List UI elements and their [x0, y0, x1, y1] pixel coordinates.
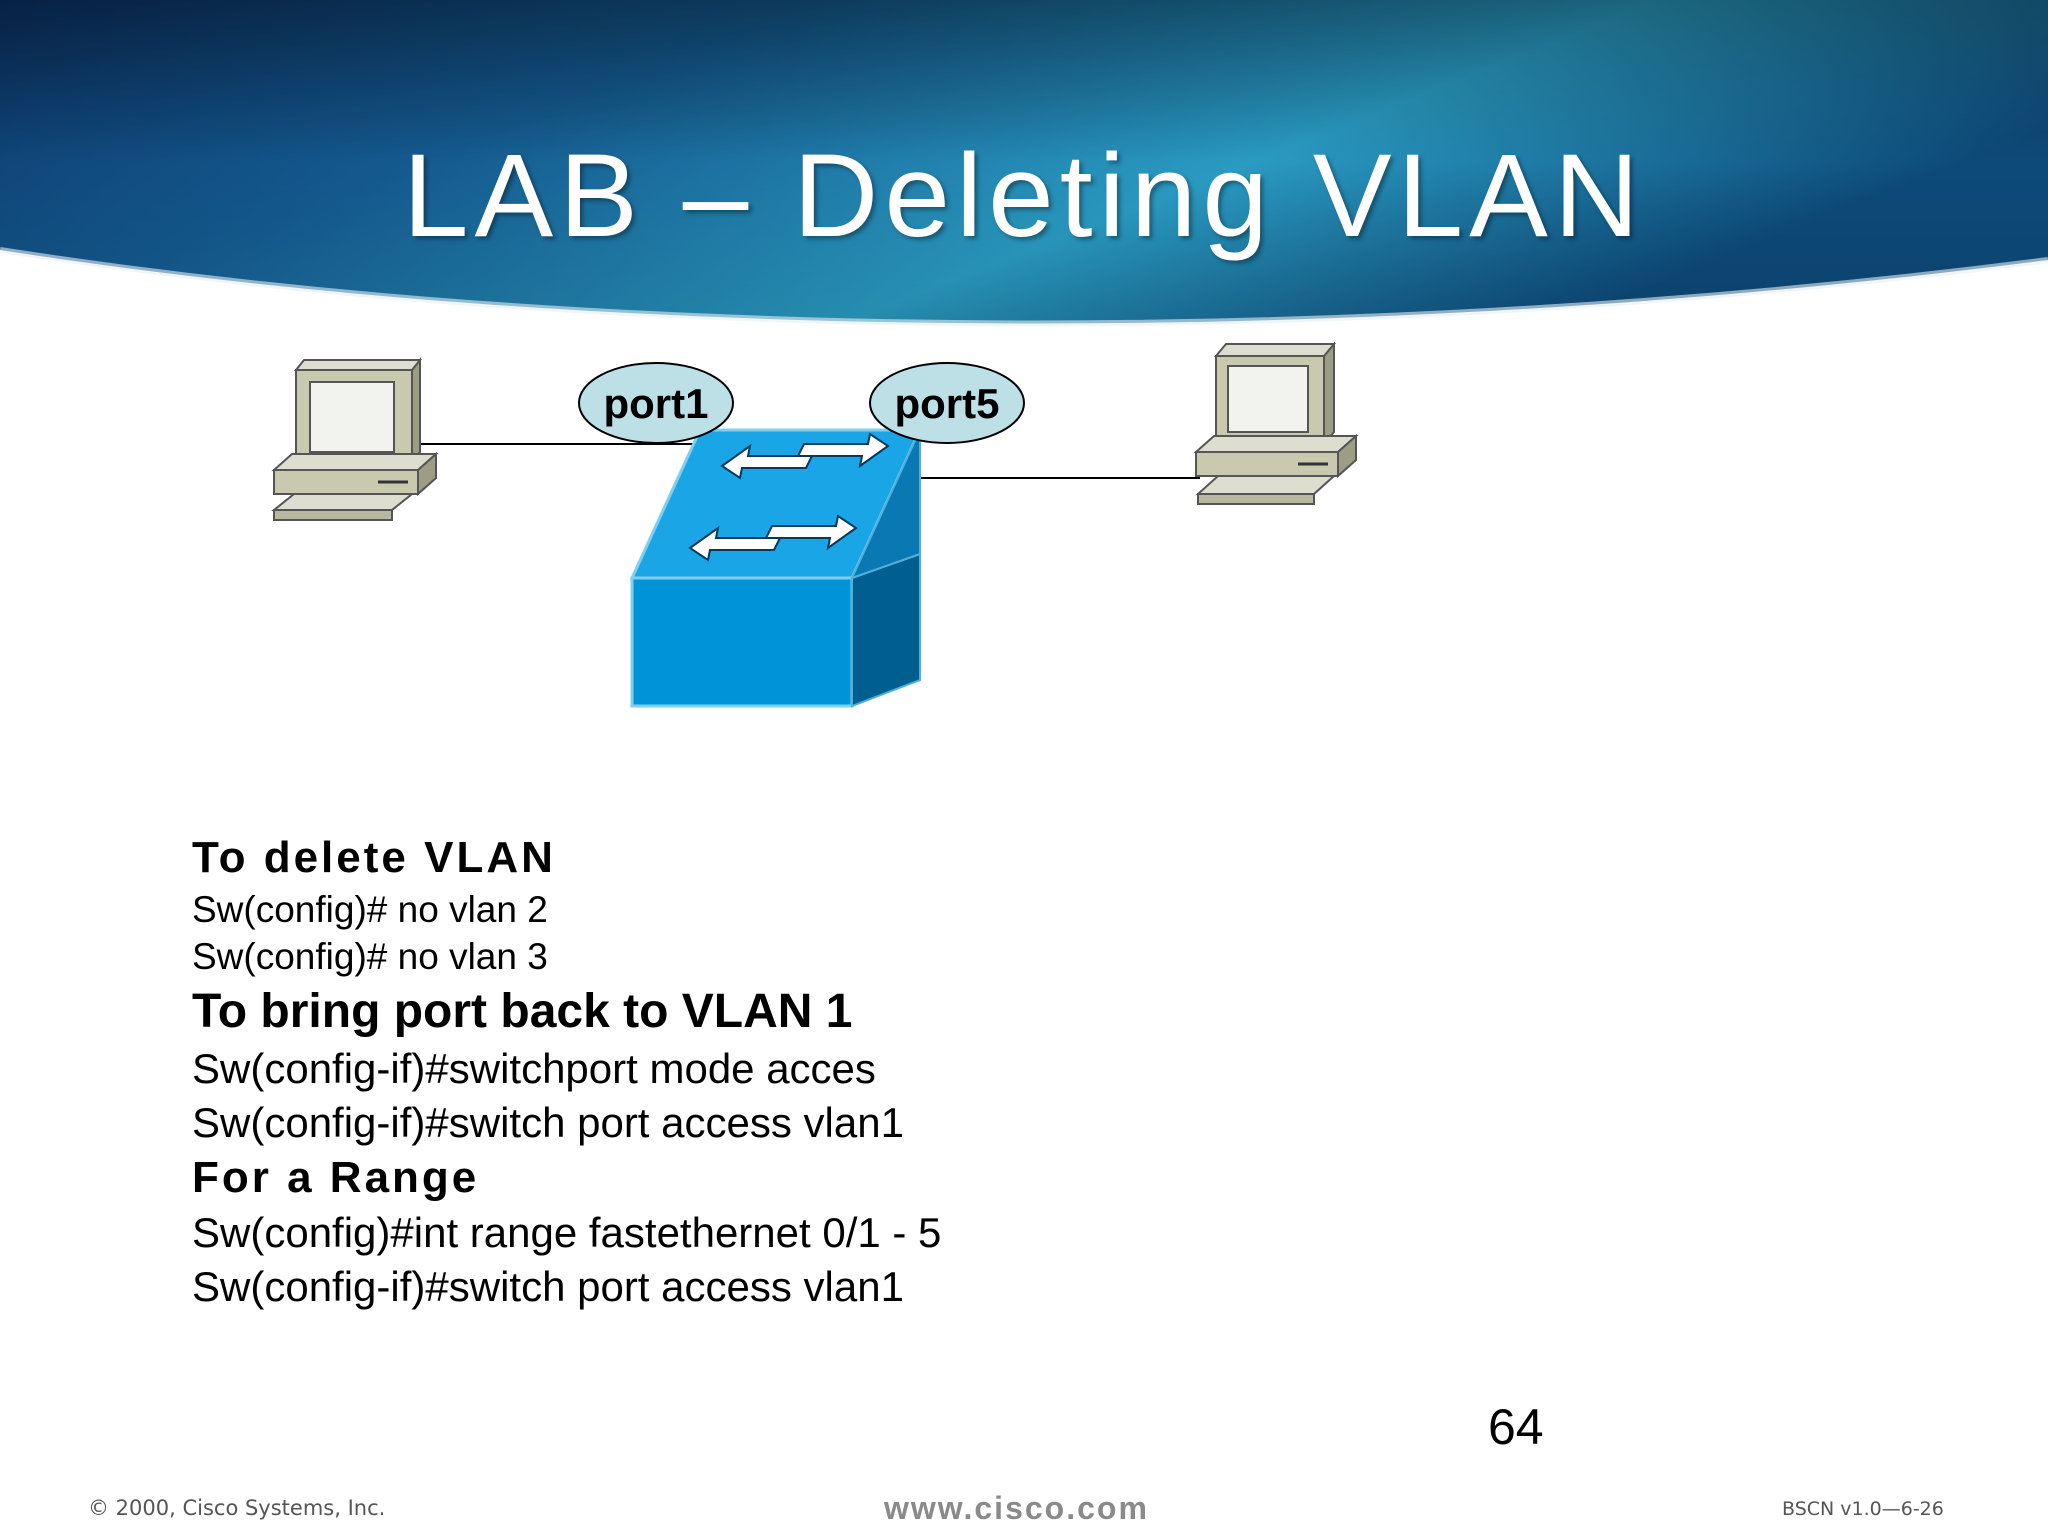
- port5-bubble: port5: [869, 362, 1025, 444]
- header-banner: [0, 0, 2048, 327]
- command-line: Sw(config-if)#switch port access vlan1: [192, 1099, 904, 1146]
- switch-icon: [629, 428, 923, 708]
- command-line: Sw(config)#int range fastethernet 0/1 - …: [192, 1209, 942, 1256]
- command-line: Sw(config-if)#switch port access vlan1: [192, 1263, 904, 1310]
- footer-course-code: BSCN v1.0—6-26: [1782, 1498, 1944, 1520]
- network-diagram: port1 port5: [271, 341, 1359, 708]
- pc-right-icon: [1193, 341, 1359, 505]
- pc-left-icon: [271, 357, 439, 521]
- slide-title: LAB – Deleting VLAN: [402, 130, 1646, 262]
- port1-label: port1: [604, 380, 709, 427]
- heading-delete-vlan: To delete VLAN: [192, 833, 556, 882]
- footer-copyright: © 2000, Cisco Systems, Inc.: [88, 1496, 386, 1520]
- instructions: To delete VLAN Sw(config)# no vlan 2 Sw(…: [192, 830, 1392, 1314]
- heading-range: For a Range: [192, 1153, 480, 1202]
- command-line: Sw(config)# no vlan 2: [192, 889, 548, 930]
- heading-back-to-vlan1: To bring port back to VLAN 1: [192, 985, 853, 1038]
- port5-label: port5: [895, 380, 1000, 427]
- page-number: 64: [1488, 1399, 1544, 1455]
- footer-website: www.cisco.com: [884, 1490, 1149, 1526]
- port1-bubble: port1: [578, 362, 734, 444]
- command-line: Sw(config-if)#switchport mode acces: [192, 1045, 876, 1092]
- command-line: Sw(config)# no vlan 3: [192, 936, 548, 977]
